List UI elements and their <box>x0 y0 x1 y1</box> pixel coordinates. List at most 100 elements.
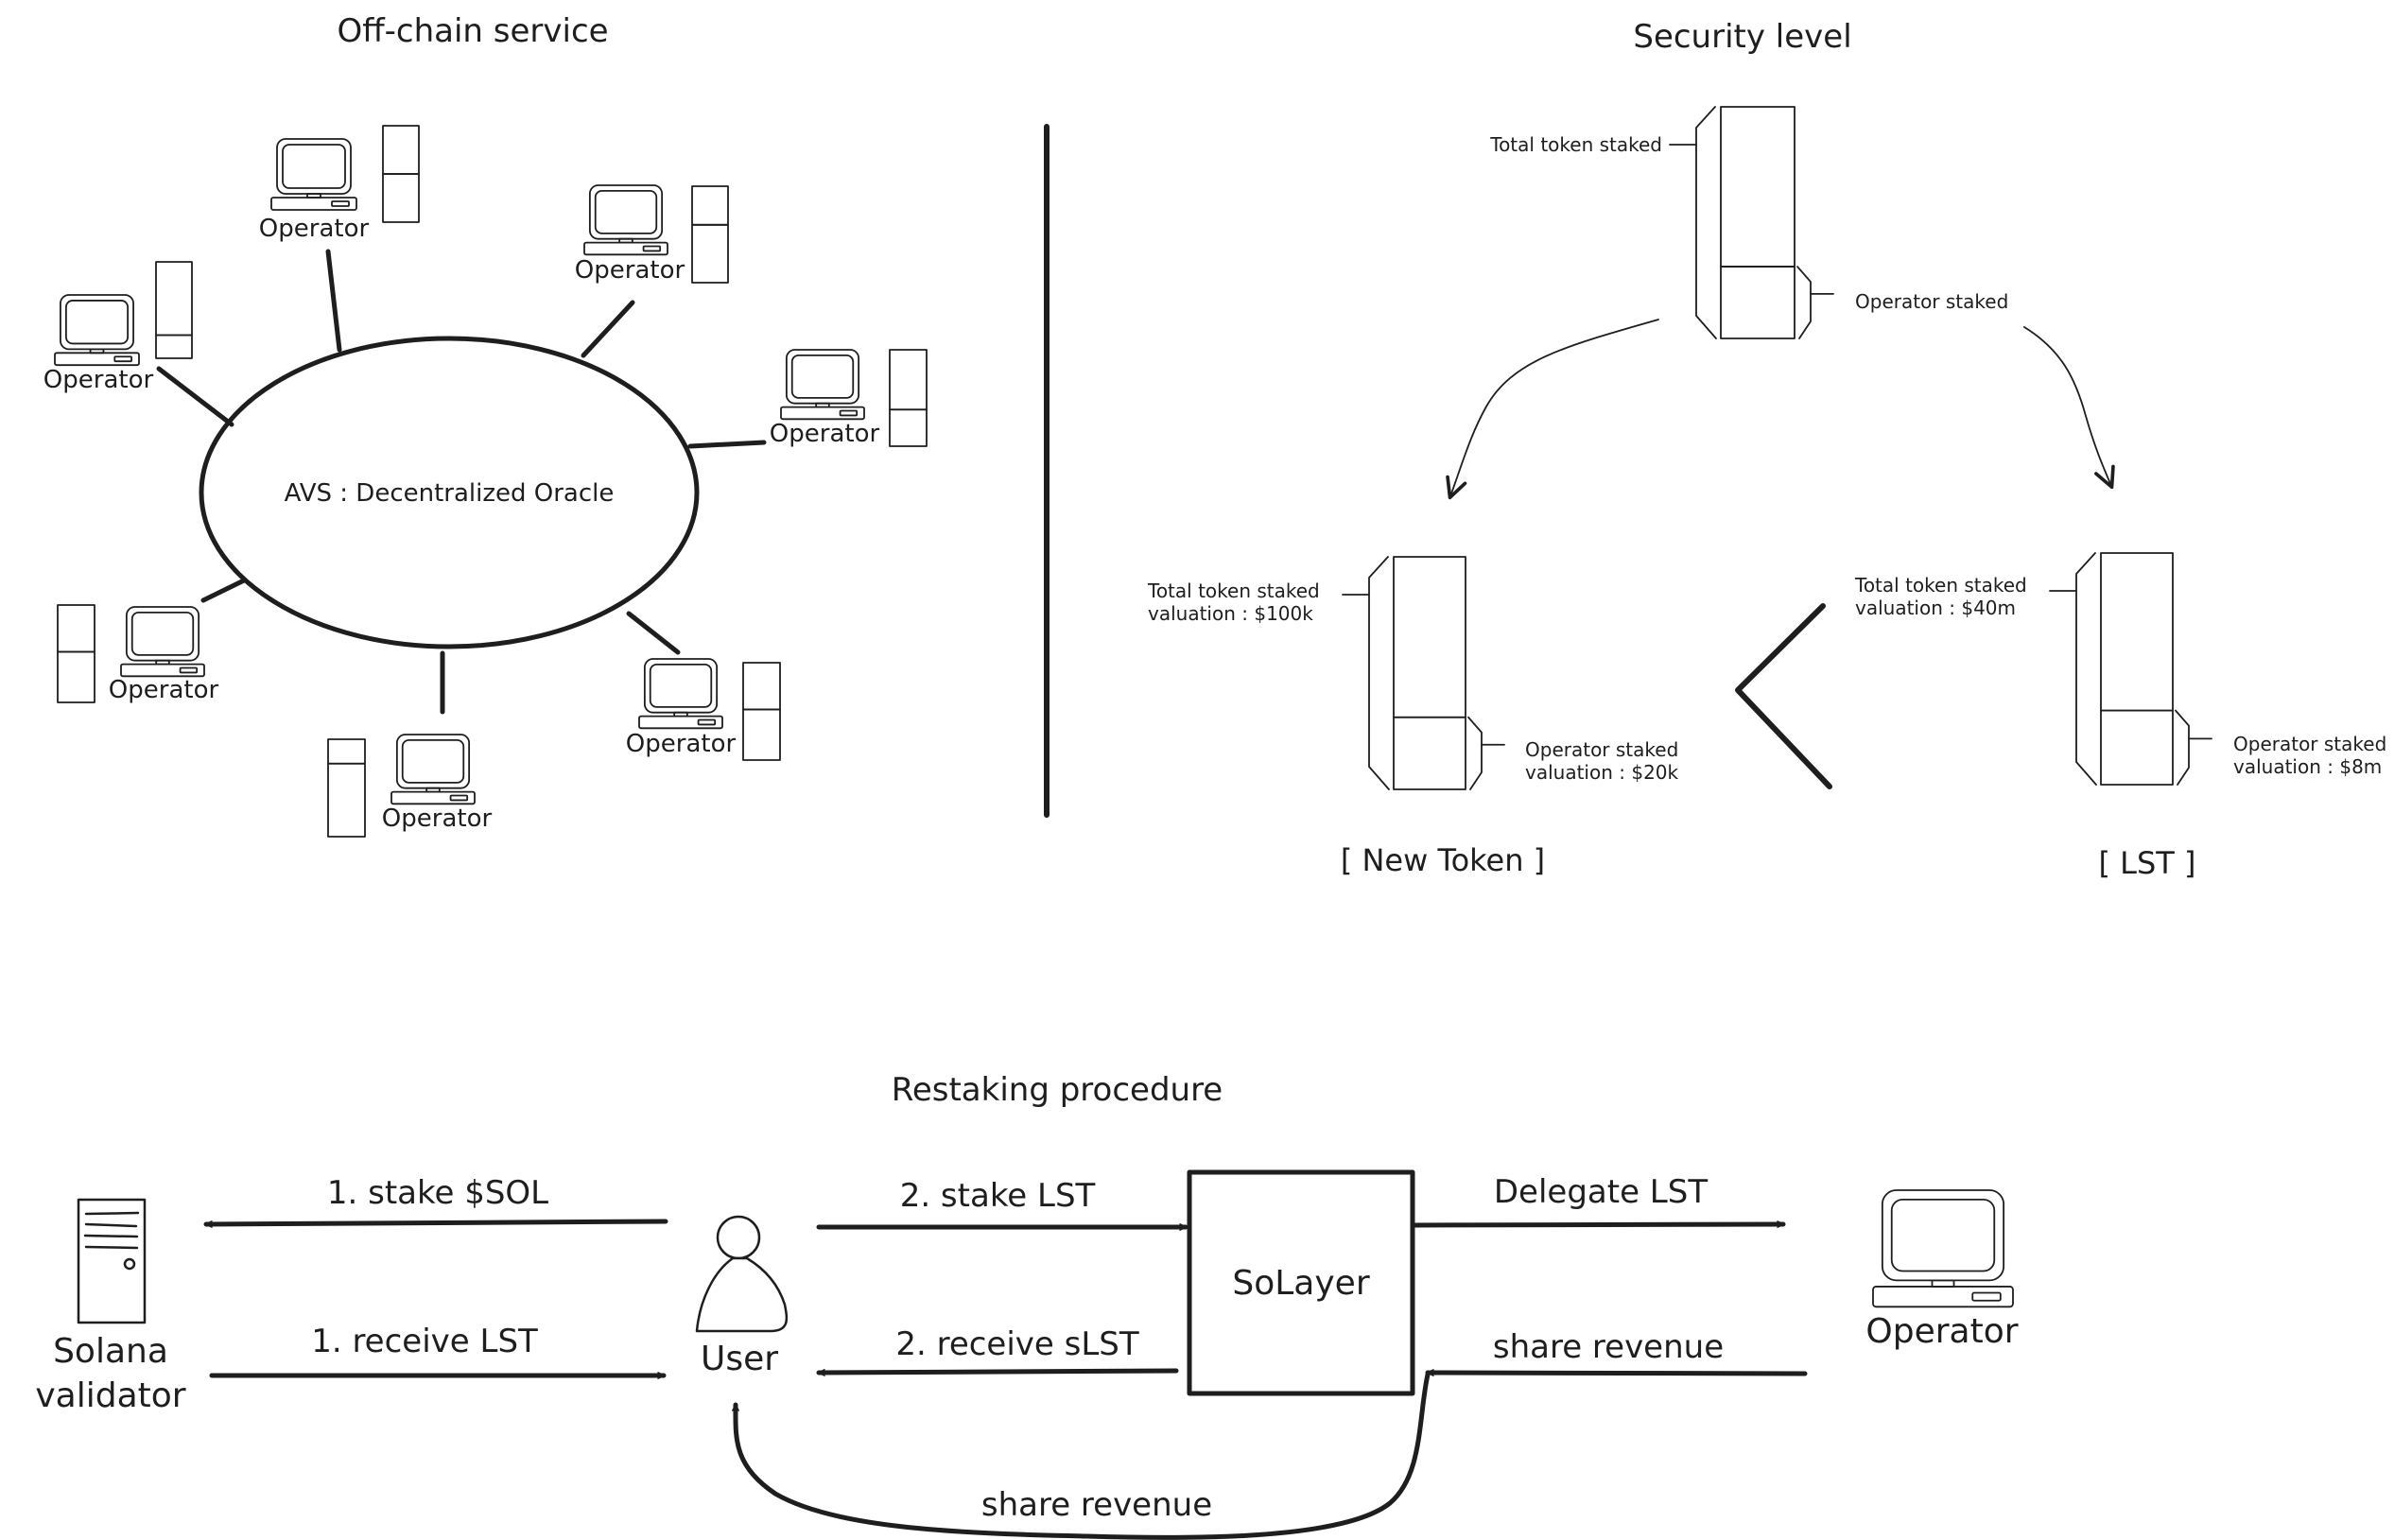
operator-computer-icon[interactable] <box>1872 1189 2014 1308</box>
operator-node[interactable]: Operator <box>327 650 492 838</box>
operators-layer: OperatorOperatorOperatorOperatorOperator… <box>43 125 928 838</box>
operator-stake-segment <box>742 708 781 761</box>
operator-node[interactable]: Operator <box>57 578 247 704</box>
arrow-share-revenue-user <box>732 1372 1431 1540</box>
total-stake-segment <box>889 349 928 411</box>
computer-icon <box>120 606 205 678</box>
total-stake-segment <box>57 604 95 653</box>
flow-label-stake-sol: 1. stake $SOL <box>327 1174 548 1212</box>
computer-icon <box>54 294 140 367</box>
less-than-symbol <box>1735 603 1832 789</box>
security-stake-bar <box>1720 106 1796 339</box>
flow-label-share-revenue-user: share revenue <box>981 1486 1212 1524</box>
total-stake-segment <box>327 738 366 765</box>
operator-stake-segment <box>2100 709 2174 786</box>
operator-connection-line <box>325 249 342 353</box>
server-icon[interactable] <box>77 1198 147 1324</box>
flow-label-share-revenue-operator: share revenue <box>1493 1328 1724 1366</box>
operator-stake-segment <box>57 650 95 703</box>
total-staked-label: Total token staked <box>1489 133 1662 156</box>
operator-staked-label: Operator staked <box>1855 290 2008 313</box>
operator-label: Operator <box>770 420 880 448</box>
operator-stake-segment <box>889 408 928 447</box>
computer-icon <box>270 138 357 211</box>
total-bracket <box>1695 106 1717 339</box>
total-stake-segment <box>1393 556 1466 718</box>
operator-label: Operator <box>43 366 154 394</box>
operator-stake-segment <box>1393 716 1466 790</box>
user-icon[interactable] <box>695 1215 789 1333</box>
operator-bracket <box>1467 716 1483 790</box>
operator-stake-bar <box>742 662 781 761</box>
security-section: Security level Total token stakedOperato… <box>1147 18 2386 881</box>
operator-connection-line <box>200 578 247 603</box>
validator-label-line1: Solana <box>53 1332 168 1371</box>
lst-operator-valuation: valuation : $8m <box>2233 755 2382 778</box>
arrow-to-new-token <box>1446 319 1659 500</box>
operator-stake-bar <box>155 261 193 359</box>
operator-stake-bar <box>57 604 95 703</box>
operator-node[interactable]: Operator <box>626 611 781 761</box>
operator-node-label: Operator <box>1865 1312 2018 1351</box>
computer-icon <box>1872 1189 2014 1308</box>
solayer-box[interactable] <box>1187 1169 1415 1396</box>
security-stake-bar <box>2100 552 2174 786</box>
operator-label: Operator <box>575 256 685 285</box>
operator-stake-bar <box>327 738 366 838</box>
new-token-total-label: Total token staked <box>1147 580 1320 602</box>
flow-label-receive-slst: 2. receive sLST <box>895 1325 1139 1363</box>
flow-label-delegate-lst: Delegate LST <box>1494 1173 1708 1211</box>
operator-stake-segment <box>1720 266 1796 339</box>
restaking-title: Restaking procedure <box>892 1071 1223 1109</box>
validator-label-line2: validator <box>35 1376 185 1415</box>
operator-stake-bar <box>691 185 729 284</box>
operator-label: Operator <box>109 676 219 704</box>
total-bracket <box>1368 556 1390 790</box>
security-stake-bar <box>1393 556 1466 790</box>
operator-stake-bar <box>382 125 420 223</box>
computer-icon <box>780 349 865 421</box>
new-token-caption: [ New Token ] <box>1341 842 1545 878</box>
new-token-operator-label: Operator staked <box>1525 738 1678 761</box>
computer-icon <box>638 658 723 730</box>
restaking-section: Restaking procedure Solana validator Use… <box>35 1071 2019 1540</box>
security-title: Security level <box>1633 18 1851 56</box>
new-token-total-valuation: valuation : $100k <box>1148 602 1313 625</box>
total-stake-segment <box>691 185 729 226</box>
flow-label-receive-lst: 1. receive LST <box>311 1323 538 1360</box>
total-bracket <box>2075 552 2097 786</box>
total-stake-segment <box>155 261 193 337</box>
arrow-stake-sol <box>203 1219 668 1228</box>
operator-node[interactable]: Operator <box>575 184 729 358</box>
operator-connection-line <box>626 611 681 655</box>
lst-total-valuation: valuation : $40m <box>1855 597 2016 619</box>
flow-label-stake-lst: 2. stake LST <box>900 1177 1096 1215</box>
total-stake-segment <box>2100 552 2174 712</box>
operator-connection-line <box>581 300 635 358</box>
avs-label: AVS : Decentralized Oracle <box>285 479 615 508</box>
operator-bracket <box>2175 709 2190 786</box>
operator-connection-line <box>687 440 767 449</box>
arrow-delegate-lst <box>1412 1220 1786 1228</box>
operator-node[interactable]: Operator <box>259 125 420 353</box>
lst-caption: [ LST ] <box>2099 845 2196 881</box>
arrow-to-lst <box>2023 326 2115 490</box>
new-token-operator-valuation: valuation : $20k <box>1525 761 1679 784</box>
total-stake-segment <box>1720 106 1796 268</box>
avs-ellipse[interactable] <box>199 336 700 649</box>
operator-node[interactable]: Operator <box>43 261 234 427</box>
operator-stake-segment <box>155 334 193 359</box>
total-stake-segment <box>742 662 781 711</box>
operator-bracket <box>1796 266 1812 339</box>
operator-connection-line <box>156 366 234 427</box>
arrow-receive-slst <box>816 1368 1179 1376</box>
operator-node[interactable]: Operator <box>687 349 928 449</box>
offchain-title: Off-chain service <box>337 12 608 50</box>
operator-label: Operator <box>259 215 370 243</box>
offchain-section: Off-chain service AVS : Decentralized Or… <box>43 12 928 838</box>
